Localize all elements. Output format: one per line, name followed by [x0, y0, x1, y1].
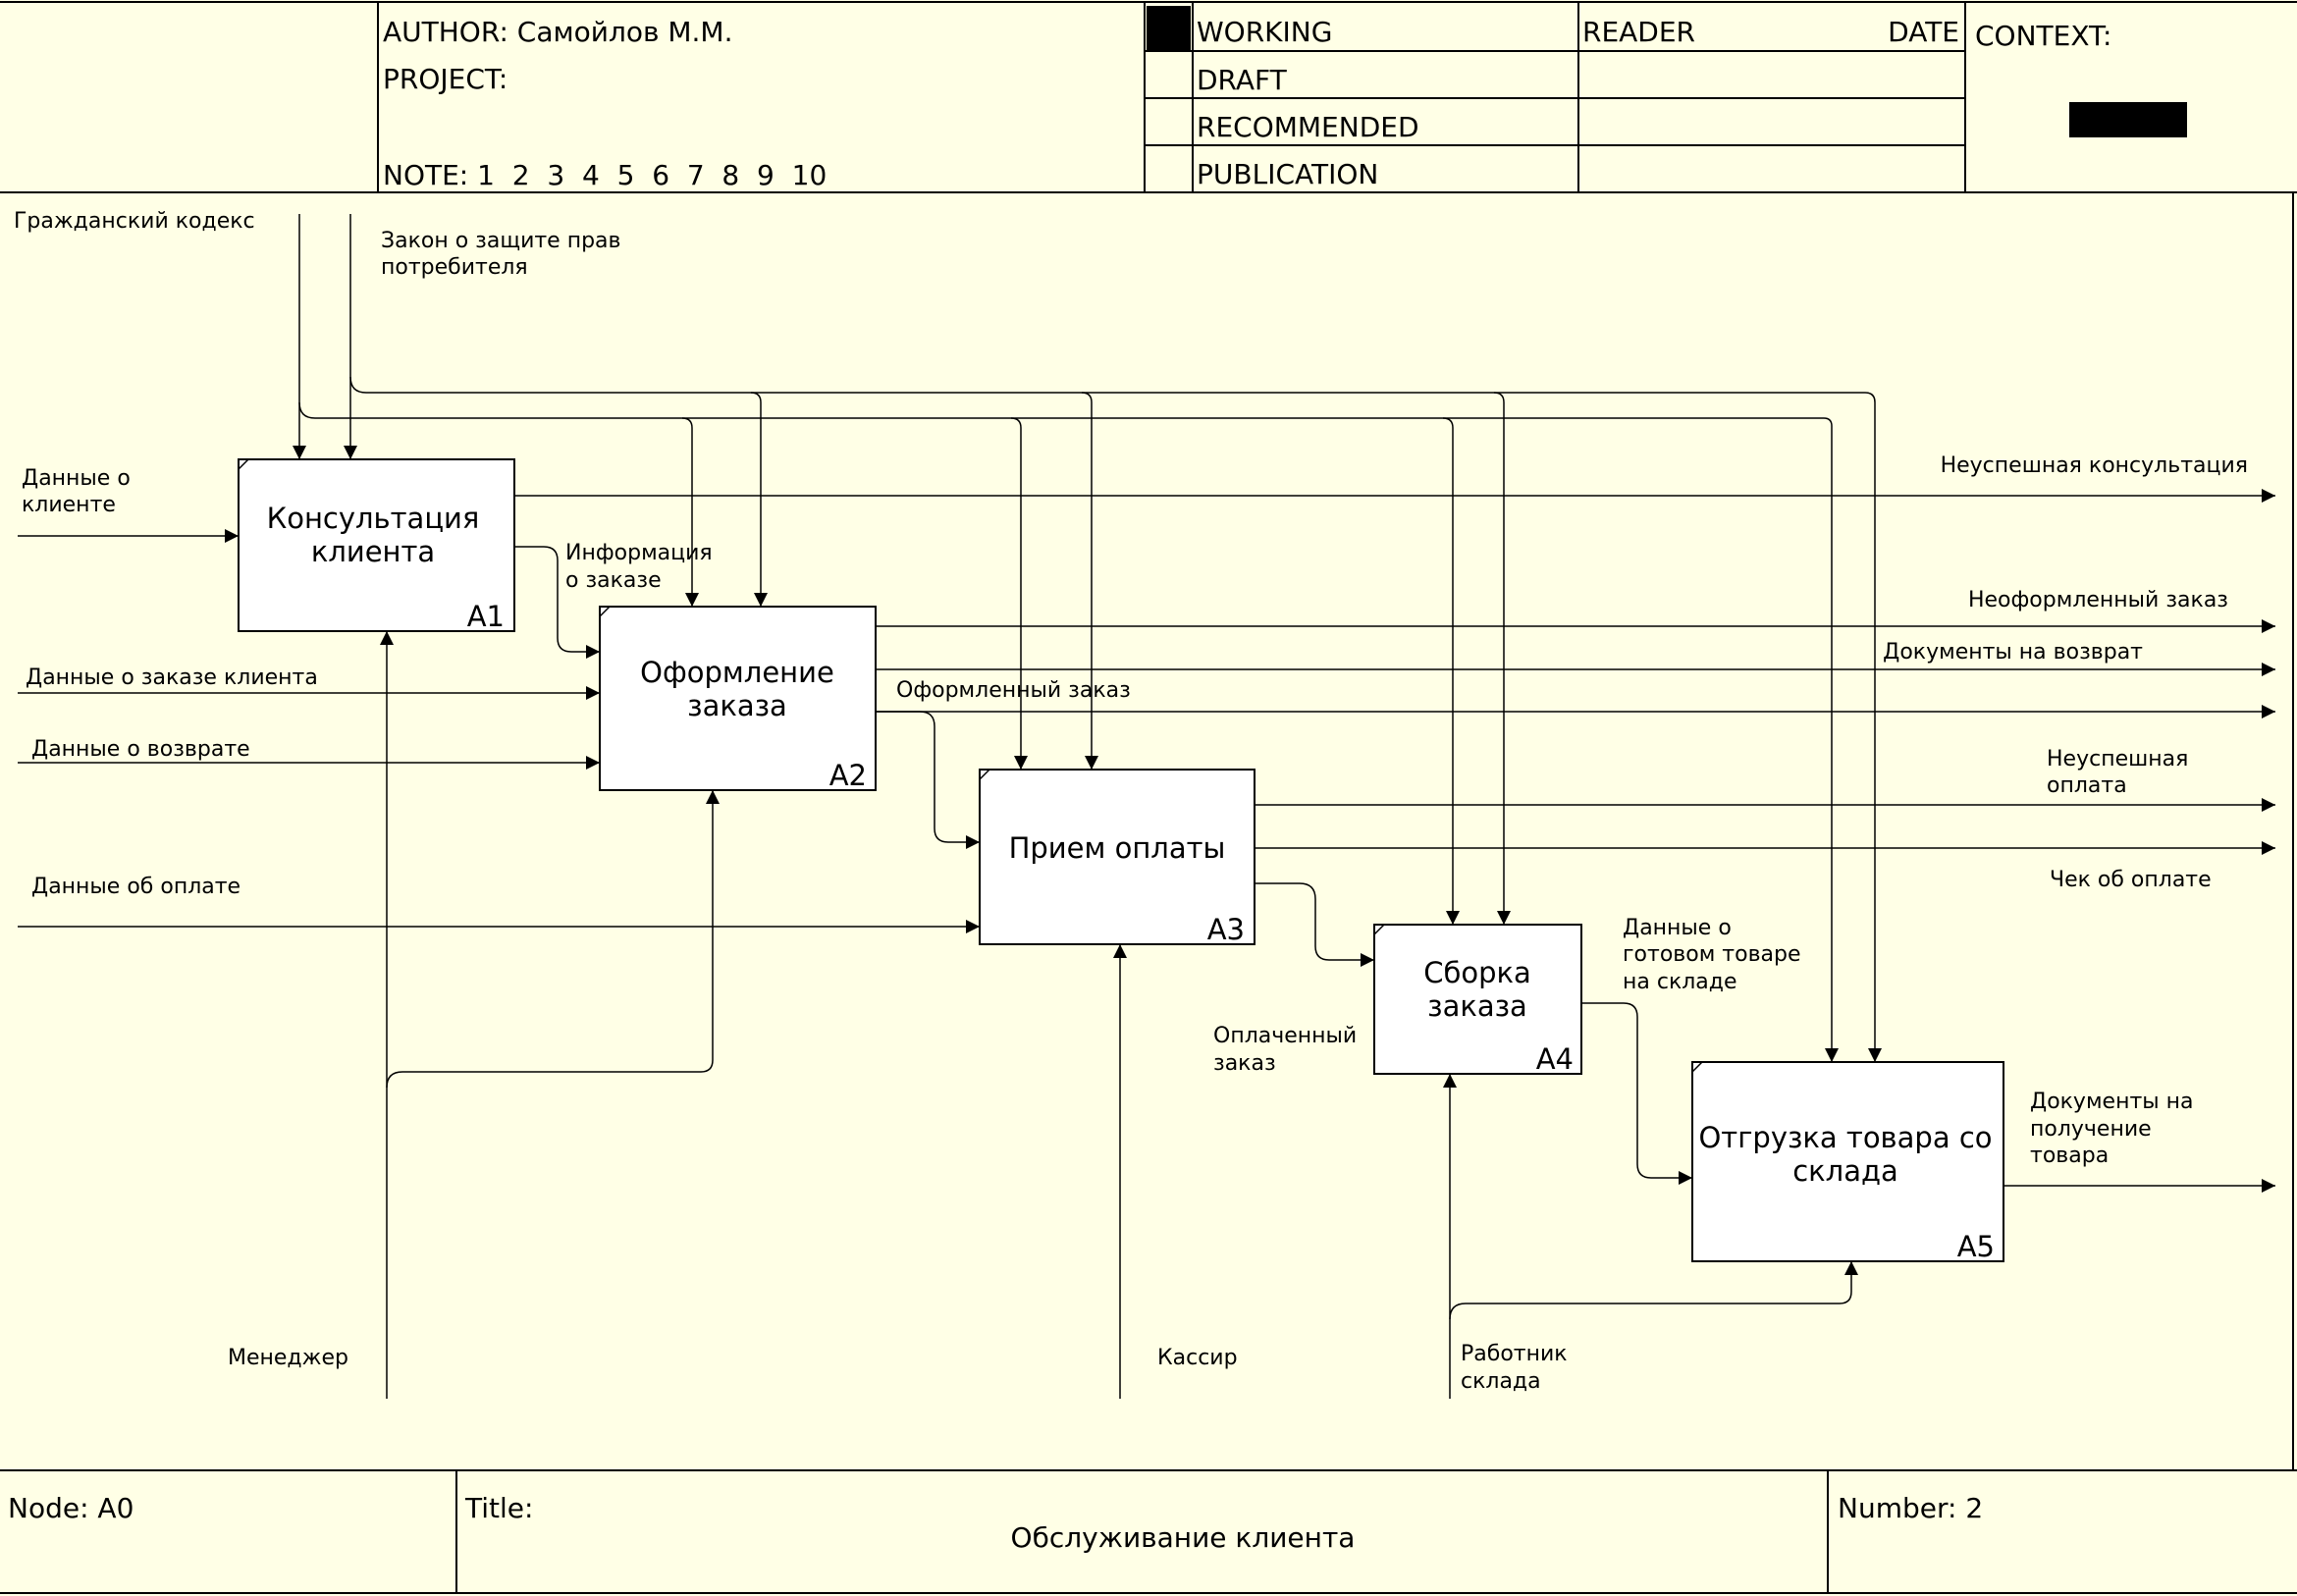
activity-box-a1[interactable]: Консультация клиента A1 [238, 458, 515, 633]
label-unplaced-order: Неоформленный заказ [1968, 588, 2228, 612]
arrow-consumer-law-branch [349, 376, 1882, 1062]
label-manager: Менеджер [228, 1346, 348, 1370]
label-payment-data: Данные об оплате [31, 875, 240, 899]
title-label: Title: [464, 1492, 533, 1524]
activity-name-line: Сборка [1423, 956, 1531, 989]
node-value: A0 [97, 1492, 134, 1524]
number-value: 2 [1965, 1492, 1983, 1524]
activity-name-line: склада [1792, 1154, 1898, 1188]
label-order-data: Данные о заказе клиента [26, 665, 318, 690]
label-civil-code: Гражданский кодекс [14, 209, 255, 234]
activity-name-line: Консультация [267, 502, 480, 535]
activity-name-line: заказа [687, 689, 787, 722]
activity-box-a3[interactable]: Прием оплаты A3 [979, 769, 1255, 946]
activity-name-line: заказа [1427, 989, 1527, 1023]
activity-number: A4 [1536, 1042, 1574, 1076]
svg-text:PROJECT:: PROJECT: [383, 63, 507, 95]
footer-text: Node: A0 Title: Обслуживание клиента Num… [8, 1492, 1983, 1554]
project-label: PROJECT: [383, 63, 507, 95]
arrow-placed-order [876, 711, 980, 849]
activity-box-a2[interactable]: Оформление заказа A2 [599, 606, 877, 792]
activity-number: A5 [1957, 1230, 1995, 1263]
author-value: Самойлов М.М. [517, 16, 733, 48]
arrow-consumer-law-to-a2 [750, 392, 768, 607]
label-receipt: Чек об оплате [2050, 868, 2212, 892]
svg-text:Node: A0: Node: A0 [8, 1492, 134, 1524]
activity-name-line: Оформление [640, 656, 834, 689]
activity-box-a4[interactable]: Сборка заказа A4 [1373, 924, 1582, 1076]
status-draft: DRAFT [1197, 64, 1288, 96]
label-placed-order: Оформленный заказ [896, 678, 1131, 703]
status-publication: PUBLICATION [1197, 158, 1378, 190]
arrow-ready-goods [1581, 1002, 1692, 1185]
arrow-civil-code-to-a4 [1442, 417, 1460, 925]
working-status-marker [1147, 6, 1191, 50]
label-cashier: Кассир [1157, 1346, 1238, 1370]
activity-name-line: Прием оплаты [1009, 831, 1226, 865]
label-failed-consult: Неуспешная консультация [1941, 453, 2248, 478]
status-working: WORKING [1197, 16, 1332, 48]
number-label: Number: [1838, 1492, 1956, 1524]
date-label: DATE [1888, 16, 1959, 48]
footer-frame [0, 1469, 2297, 1594]
arrow-order-info [514, 546, 600, 659]
note-label: NOTE: [383, 159, 468, 191]
activity-number: A1 [467, 600, 505, 633]
label-return-docs: Документы на возврат [1883, 640, 2143, 665]
context-thumbnail [2069, 102, 2187, 137]
author-label: AUTHOR: [383, 16, 508, 48]
arrow-worker-to-a5 [1449, 1261, 1858, 1320]
header-frame [0, 1, 2297, 193]
activity-name-line: Отгрузка товара со [1698, 1121, 1992, 1154]
svg-text:Number: 2: Number: 2 [1838, 1492, 1983, 1524]
arrow-civil-code-to-a2 [681, 417, 699, 607]
activity-number: A2 [829, 759, 867, 792]
label-return-data: Данные о возврате [31, 737, 250, 762]
status-recommended: RECOMMENDED [1197, 111, 1419, 143]
node-label: Node: [8, 1492, 89, 1524]
context-label: CONTEXT: [1975, 20, 2111, 52]
svg-text:NOTE: 1 2 3 4 5 6 7 8: NOTE: 1 2 3 4 5 6 7 8 9 10 [383, 159, 827, 191]
note-numbers: 1 2 3 4 5 6 7 8 9 10 [477, 159, 827, 191]
header-text: AUTHOR: Самойлов М.М. PROJECT: NOTE: 1 2… [383, 16, 2111, 191]
arrow-manager-to-a2 [386, 790, 720, 1089]
activity-name-line: клиента [311, 535, 435, 568]
reader-label: READER [1582, 16, 1695, 48]
arrows [18, 214, 2275, 1399]
arrow-civil-code-to-a3 [1010, 417, 1028, 770]
diagram-title: Обслуживание клиента [1011, 1521, 1356, 1554]
arrow-civil-code-branch [298, 401, 1839, 1062]
arrow-consumer-law-to-a3 [1081, 392, 1098, 770]
arrow-consumer-law-to-a4 [1493, 392, 1511, 925]
arrow-paid-order [1255, 882, 1374, 967]
activity-box-a5[interactable]: Отгрузка товара со склада A5 [1691, 1061, 2004, 1263]
activity-number: A3 [1207, 913, 1245, 946]
activity-boxes: Консультация клиента A1 Оформление заказ… [238, 458, 2004, 1263]
svg-text:AUTHOR: Самойлов М.М.: AUTHOR: Самойлов М.М. [383, 16, 733, 48]
